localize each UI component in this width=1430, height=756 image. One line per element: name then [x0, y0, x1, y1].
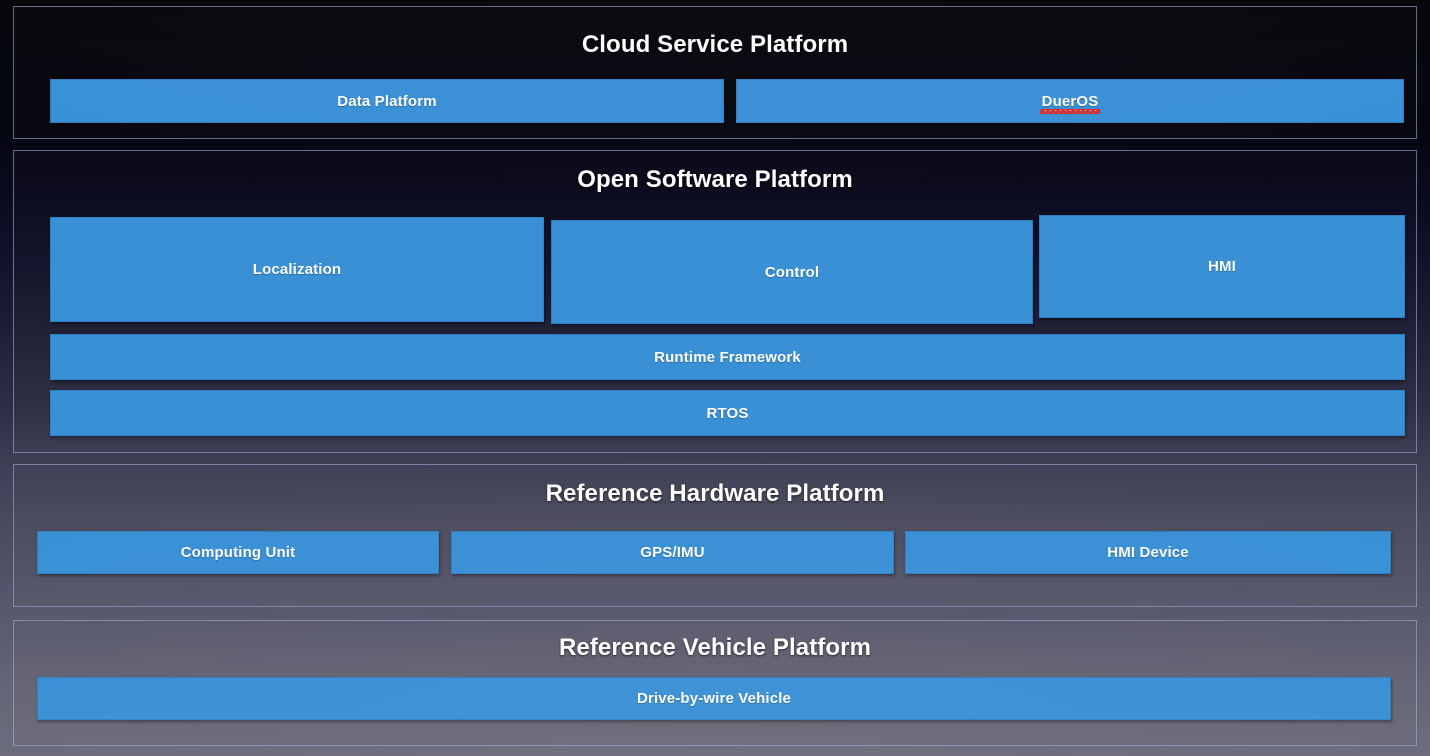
box-label-runtime-framework: Runtime Framework — [654, 348, 801, 366]
section-title-reference-hardware-platform: Reference Hardware Platform — [545, 480, 885, 507]
section-title-cloud-service-platform: Cloud Service Platform — [581, 31, 849, 58]
box-runtime-framework[interactable]: Runtime Framework — [50, 334, 1405, 380]
section-cloud-service-platform: Cloud Service Platform Data Platform Due… — [13, 6, 1417, 139]
box-localization[interactable]: Localization — [50, 217, 544, 322]
box-label-dueros: DuerOS — [1041, 92, 1099, 111]
box-hmi[interactable]: HMI — [1039, 215, 1405, 318]
box-label-computing-unit: Computing Unit — [180, 544, 296, 561]
box-rtos[interactable]: RTOS — [50, 390, 1405, 436]
section-title-reference-vehicle-platform: Reference Vehicle Platform — [558, 634, 872, 661]
box-label-drive-by-wire-vehicle: Drive-by-wire Vehicle — [636, 690, 792, 707]
box-label-localization: Localization — [252, 261, 342, 278]
box-gps-imu[interactable]: GPS/IMU — [451, 531, 894, 574]
box-label-data-platform: Data Platform — [337, 92, 437, 110]
box-label-hmi-device: HMI Device — [1107, 544, 1189, 561]
box-drive-by-wire-vehicle[interactable]: Drive-by-wire Vehicle — [37, 677, 1391, 720]
box-label-hmi: HMI — [1208, 258, 1236, 275]
section-title-open-software-platform: Open Software Platform — [577, 166, 853, 193]
section-reference-vehicle-platform: Reference Vehicle Platform Drive-by-wire… — [13, 620, 1417, 746]
box-label-gps-imu: GPS/IMU — [640, 544, 705, 561]
box-dueros[interactable]: DuerOS — [736, 79, 1404, 123]
section-open-software-platform: Open Software Platform Localization Cont… — [13, 150, 1417, 453]
box-computing-unit[interactable]: Computing Unit — [37, 531, 439, 574]
box-control[interactable]: Control — [551, 220, 1033, 324]
box-label-dueros-misspelled: DuerOS — [1039, 92, 1101, 114]
section-reference-hardware-platform: Reference Hardware Platform Computing Un… — [13, 464, 1417, 607]
box-data-platform[interactable]: Data Platform — [50, 79, 724, 123]
box-label-rtos: RTOS — [706, 404, 749, 422]
box-label-control: Control — [764, 263, 820, 281]
box-hmi-device[interactable]: HMI Device — [905, 531, 1391, 574]
